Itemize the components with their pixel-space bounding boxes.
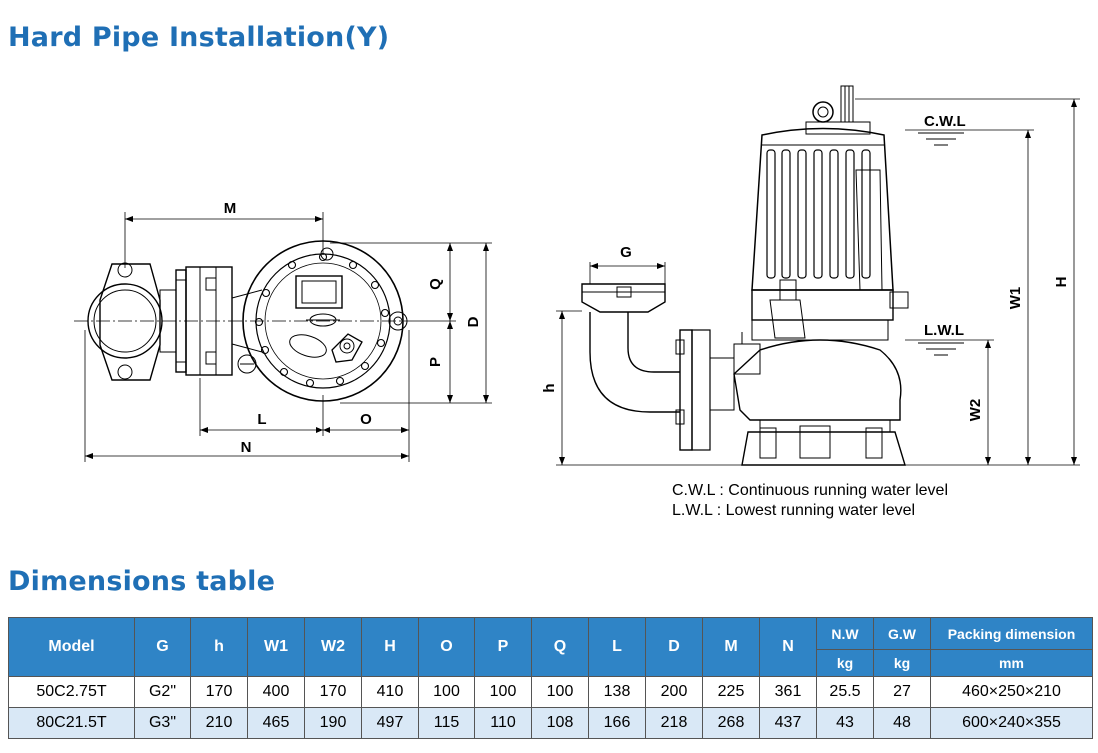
cell-D: 218: [645, 707, 703, 739]
cell-h: 170: [190, 676, 248, 708]
cell-W1: 400: [247, 676, 305, 708]
cell-h: 210: [190, 707, 248, 739]
label-M: M: [224, 200, 237, 217]
cell-M: 268: [702, 707, 760, 739]
label-cwl: C.W.L: [924, 113, 966, 130]
label-N: N: [241, 439, 252, 456]
cell-P: 100: [474, 676, 532, 708]
header-W1: W1: [247, 617, 305, 677]
header-D: D: [645, 617, 703, 677]
cell-gw: 48: [873, 707, 931, 739]
installation-drawing: M L O N Q P D G h W1 W2 H C.W.L L.W.L: [74, 85, 1080, 466]
header-gw: G.W: [873, 617, 931, 650]
cell-W1: 465: [247, 707, 305, 739]
label-lwl: L.W.L: [924, 322, 964, 339]
header-P: P: [474, 617, 532, 677]
table-row: 80C21.5T G3" 210 465 190 497 115 110 108…: [8, 707, 1093, 739]
cell-G: G2": [134, 676, 191, 708]
label-P: P: [427, 357, 444, 367]
cell-N: 361: [759, 676, 817, 708]
cell-M: 225: [702, 676, 760, 708]
header-h: h: [190, 617, 248, 677]
cell-packing: 600×240×355: [930, 707, 1093, 739]
label-h: h: [541, 383, 558, 392]
cell-Q: 100: [531, 676, 589, 708]
cell-D: 200: [645, 676, 703, 708]
header-L: L: [588, 617, 646, 677]
label-L: L: [257, 411, 266, 428]
cell-nw: 43: [816, 707, 874, 739]
header-nw-unit: kg: [816, 649, 874, 677]
cell-packing: 460×250×210: [930, 676, 1093, 708]
cell-O: 100: [418, 676, 475, 708]
cell-L: 138: [588, 676, 646, 708]
header-W2: W2: [304, 617, 362, 677]
dimensions-heading: Dimensions table: [8, 566, 276, 597]
header-packing: Packing dimension: [930, 617, 1093, 650]
header-packing-unit: mm: [930, 649, 1093, 677]
label-W1: W1: [1007, 287, 1024, 310]
cell-H: 497: [361, 707, 419, 739]
header-Q: Q: [531, 617, 589, 677]
header-gw-unit: kg: [873, 649, 931, 677]
cell-G: G3": [134, 707, 191, 739]
cell-W2: 190: [304, 707, 362, 739]
header-nw: N.W: [816, 617, 874, 650]
header-model: Model: [8, 617, 135, 677]
cell-Q: 108: [531, 707, 589, 739]
cell-N: 437: [759, 707, 817, 739]
legend-lwl: L.W.L : Lowest running water level: [672, 502, 916, 519]
label-W2: W2: [967, 399, 984, 422]
cell-W2: 170: [304, 676, 362, 708]
legend-cwl: C.W.L : Continuous running water level: [672, 482, 948, 499]
header-N: N: [759, 617, 817, 677]
cell-H: 410: [361, 676, 419, 708]
cell-L: 166: [588, 707, 646, 739]
cell-nw: 25.5: [816, 676, 874, 708]
dimensions-table: Model G h W1 W2 H O P Q L D M N N.W G.W …: [8, 617, 1093, 739]
label-H: H: [1053, 277, 1070, 288]
header-row-1: Model G h W1 W2 H O P Q L D M N N.W G.W …: [8, 617, 1093, 677]
cell-gw: 27: [873, 676, 931, 708]
label-G: G: [620, 244, 632, 261]
header-O: O: [418, 617, 475, 677]
cell-model: 80C21.5T: [8, 707, 135, 739]
header-G: G: [134, 617, 191, 677]
label-O: O: [360, 411, 372, 428]
label-Q: Q: [427, 278, 444, 290]
cell-P: 110: [474, 707, 532, 739]
table-row: 50C2.75T G2" 170 400 170 410 100 100 100…: [8, 676, 1093, 708]
cell-O: 115: [418, 707, 475, 739]
installation-heading: Hard Pipe Installation(Y): [8, 22, 390, 53]
label-D: D: [465, 316, 482, 327]
cell-model: 50C2.75T: [8, 676, 135, 708]
header-H: H: [361, 617, 419, 677]
header-M: M: [702, 617, 760, 677]
